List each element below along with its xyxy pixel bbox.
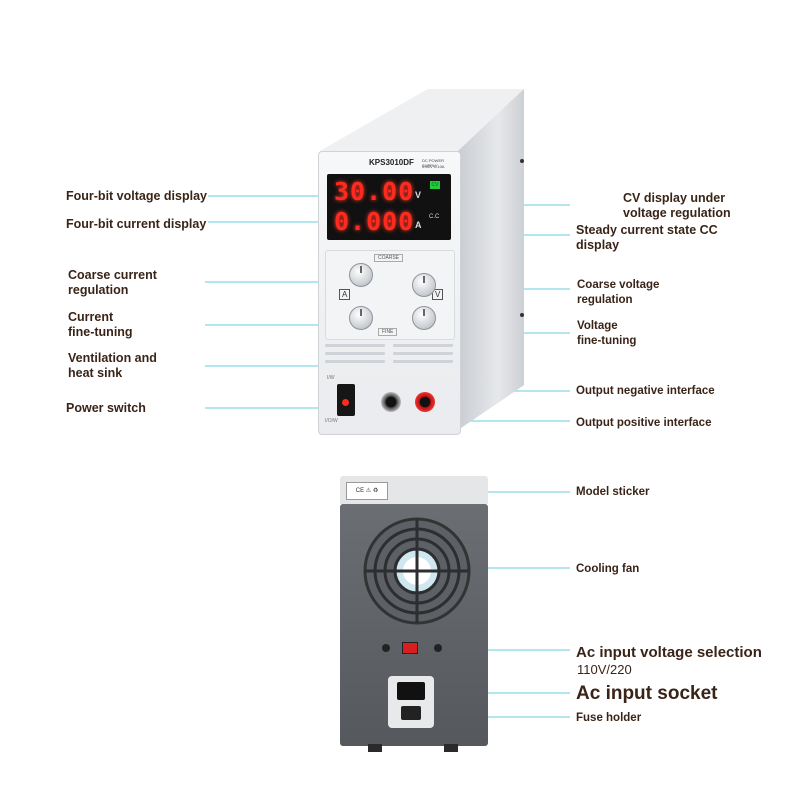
fuse-holder[interactable] [401, 706, 421, 720]
coarse-voltage-knob[interactable] [412, 273, 436, 297]
back-power-supply: CE ⚠ ♻ [340, 476, 488, 758]
ac-input-socket[interactable] [388, 676, 434, 728]
callout-voltage-fine: Voltage fine-tuning [577, 320, 637, 347]
volt-symbol: V [432, 289, 444, 300]
callout-cv-display: CV display under voltage regulation [623, 191, 731, 220]
cooling-fan [363, 517, 471, 625]
callout-power-switch: Power switch [66, 401, 146, 415]
callout-current-display: Four-bit current display [66, 217, 207, 231]
display-panel: 30.00 V CV 0.000 A C.C [327, 174, 451, 240]
case-shell [320, 89, 524, 430]
output-negative-terminal[interactable] [381, 392, 401, 412]
cc-indicator: C.C [429, 214, 440, 220]
model-sticker: CE ⚠ ♻ [346, 482, 388, 500]
power-switch-label-bottom: I/O/W [325, 418, 338, 424]
rear-screw-right [434, 644, 442, 652]
callout-voltage-option: 110V/220 [577, 662, 632, 677]
rear-foot-right [444, 744, 458, 752]
fine-label: FINE [378, 328, 398, 336]
sublabel-1: DC POWER SUPPLY [422, 158, 444, 168]
callout-voltage-display: Four-bit voltage display [66, 189, 207, 203]
callout-cooling-fan: Cooling fan [576, 563, 640, 575]
cv-indicator: CV [430, 181, 440, 189]
ac-socket-pins [397, 682, 425, 700]
front-power-supply: KPS3010DF DC POWER SUPPLY 0-30V 0-10A 30… [318, 85, 530, 445]
callout-ventilation: Ventilation and heat sink [68, 351, 157, 380]
fine-voltage-knob[interactable] [412, 306, 436, 330]
current-display: 0.000 [334, 207, 415, 236]
voltage-selector[interactable] [402, 642, 418, 654]
fine-current-knob[interactable] [349, 306, 373, 330]
rear-screw-left [382, 644, 390, 652]
sublabel-2: 0-30V 0-10A [422, 164, 445, 169]
callout-model-sticker: Model sticker [576, 486, 650, 498]
coarse-label: COARSE [374, 254, 404, 262]
power-switch-indicator [342, 399, 349, 406]
current-unit: A [415, 220, 422, 230]
callout-fuse-holder: Fuse holder [576, 712, 642, 724]
voltage-display: 30.00 [334, 177, 415, 206]
model-label: KPS3010DF [369, 158, 414, 167]
callout-ac-voltage-selection: Ac input voltage selection [576, 644, 762, 661]
power-switch[interactable] [337, 384, 355, 416]
coarse-current-knob[interactable] [349, 263, 373, 287]
power-switch-label-top: I/W [327, 375, 335, 381]
callout-output-positive: Output positive interface [576, 417, 712, 429]
callout-ac-input-socket: Ac input socket [576, 683, 718, 704]
callout-output-negative: Output negative interface [576, 385, 715, 397]
voltage-unit: V [415, 190, 422, 200]
callout-current-fine: Current fine-tuning [68, 310, 133, 339]
control-area: COARSE FINE A V [325, 250, 455, 340]
amp-symbol: A [339, 289, 351, 300]
rear-foot-left [368, 744, 382, 752]
front-panel: KPS3010DF DC POWER SUPPLY 0-30V 0-10A 30… [318, 151, 461, 435]
callout-coarse-current: Coarse current regulation [68, 268, 157, 297]
callout-coarse-voltage: Coarse voltage regulation [577, 279, 660, 306]
output-positive-terminal[interactable] [415, 392, 435, 412]
callout-cc-display: Steady current state CC display [576, 223, 718, 252]
